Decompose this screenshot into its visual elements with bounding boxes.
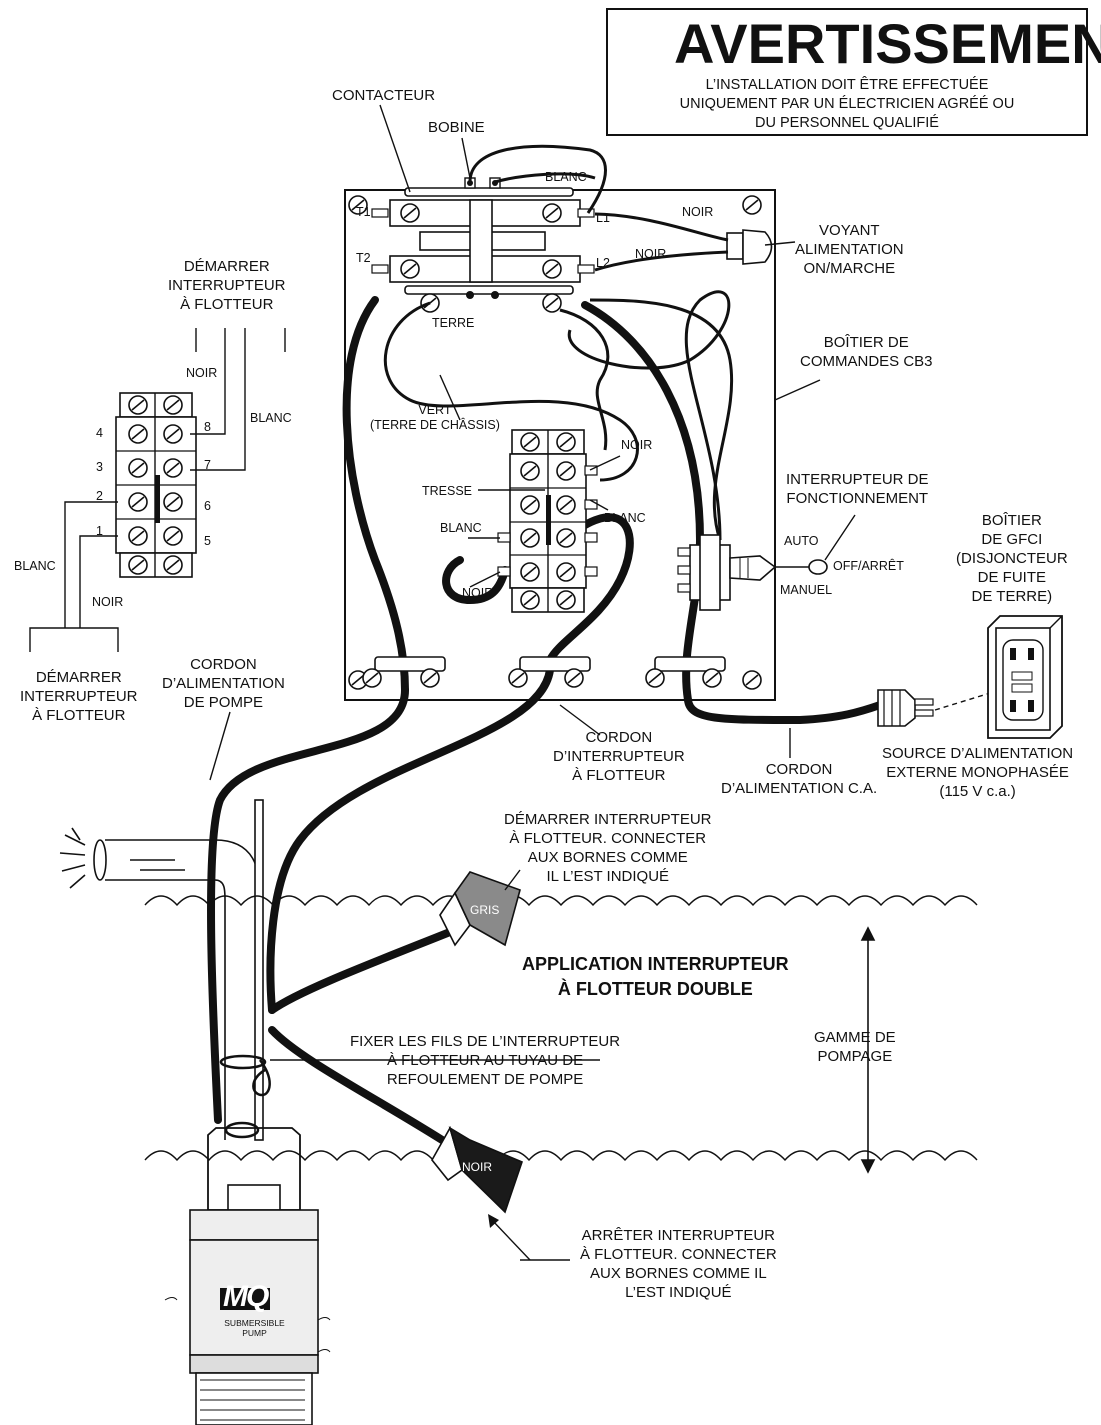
water-level-top (144, 895, 978, 907)
warning-box: AVERTISSEMENT L’INSTALLATION DOIT ÊTRE E… (606, 8, 1101, 136)
operation-switch (677, 514, 856, 611)
discharge-pipe (59, 799, 264, 1141)
label-start-float-bottom: DÉMARRER INTERRUPTEUR À FLOTTEUR (20, 669, 138, 724)
start-float-gray (439, 871, 521, 947)
label-noir-top: NOIR (682, 205, 714, 219)
terminal-number-6: 6 (204, 499, 211, 513)
terminal-number-3: 3 (96, 460, 103, 474)
mq-logo: MQ (223, 1280, 269, 1313)
label-auto: AUTO (784, 534, 819, 548)
gfci-box (987, 615, 1063, 739)
label-noir-tb2: NOIR (462, 586, 494, 600)
label-noir-tb1: NOIR (621, 438, 653, 452)
terminal-number-8: 8 (204, 420, 211, 434)
terminal-number-5: 5 (204, 534, 211, 548)
label-noir-left: NOIR (186, 366, 218, 380)
terminal-number-7: 7 (204, 458, 211, 472)
stop-float-black (431, 1125, 523, 1214)
label-blanc-left2: BLANC (14, 559, 56, 573)
warning-title: AVERTISSEMENT (674, 12, 1101, 75)
terminal-number-4: 4 (96, 426, 103, 440)
label-noir-float: NOIR (462, 1160, 492, 1174)
label-arreter: ARRÊTER INTERRUPTEUR À FLOTTEUR. CONNECT… (580, 1227, 777, 1301)
label-voyant: VOYANT ALIMENTATION ON/MARCHE (795, 222, 904, 277)
label-interrupteur-fonctionnement: INTERRUPTEUR DE FONCTIONNEMENT (786, 471, 929, 507)
label-gamme: GAMME DE POMPAGE (814, 1029, 896, 1065)
label-t2: T2 (356, 251, 371, 265)
warning-body: L’INSTALLATION DOIT ÊTRE EFFECTUÉE UNIQU… (679, 77, 1015, 131)
label-gris-float: GRIS (470, 903, 500, 917)
pump-label: SUBMERSIBLE PUMP (224, 1318, 285, 1338)
water-level-bottom (144, 1150, 978, 1162)
label-blanc-tb1: BLANC (604, 511, 646, 525)
label-boitier-cb3: BOÎTIER DE COMMANDES CB3 (800, 334, 933, 370)
label-gfci: BOÎTIER DE GFCI (DISJONCTEUR DE FUITE DE… (956, 512, 1068, 605)
label-vert: VERT (TERRE DE CHÂSSIS) (370, 403, 500, 432)
terminal-number-1: 1 (96, 524, 103, 538)
contactor (371, 177, 595, 313)
label-contacteur: CONTACTEUR (332, 87, 436, 104)
label-blanc-left: BLANC (250, 411, 292, 425)
power-plug (877, 689, 934, 727)
terminal-strip-left (115, 392, 197, 578)
label-bobine: BOBINE (428, 119, 485, 136)
label-l2: L2 (596, 256, 610, 270)
terminal-block-internal (497, 429, 598, 613)
label-cordon-pompe: CORDON D’ALIMENTATION DE POMPE (162, 656, 285, 711)
label-off: OFF/ARRÊT (833, 559, 904, 573)
label-blanc-top: BLANC (545, 170, 587, 184)
label-noir-left2: NOIR (92, 595, 124, 609)
label-noir-mid: NOIR (635, 247, 667, 261)
label-terre: TERRE (432, 316, 475, 330)
submersible-pump (164, 1127, 331, 1425)
label-fixer: FIXER LES FILS DE L’INTERRUPTEUR À FLOTT… (350, 1033, 621, 1088)
label-cordon-ca: CORDON D’ALIMENTATION C.A. (721, 761, 878, 797)
pumping-range-arrow (860, 926, 876, 1174)
label-start-float-top: DÉMARRER INTERRUPTEUR À FLOTTEUR (168, 258, 286, 313)
terminal-number-2: 2 (96, 489, 103, 503)
application-title: APPLICATION INTERRUPTEUR À FLOTTEUR DOUB… (522, 954, 789, 999)
power-pilot-light (726, 229, 773, 265)
label-tresse: TRESSE (422, 484, 473, 498)
label-demarrer-connect: DÉMARRER INTERRUPTEUR À FLOTTEUR. CONNEC… (504, 811, 712, 885)
label-source: SOURCE D’ALIMENTATION EXTERNE MONOPHASÉE… (882, 745, 1074, 800)
label-t1: T1 (356, 205, 371, 219)
label-l1: L1 (596, 211, 610, 225)
label-blanc-tb2: BLANC (440, 521, 482, 535)
label-manuel: MANUEL (780, 583, 833, 597)
label-cordon-flotteur: CORDON D’INTERRUPTEUR À FLOTTEUR (553, 729, 685, 784)
